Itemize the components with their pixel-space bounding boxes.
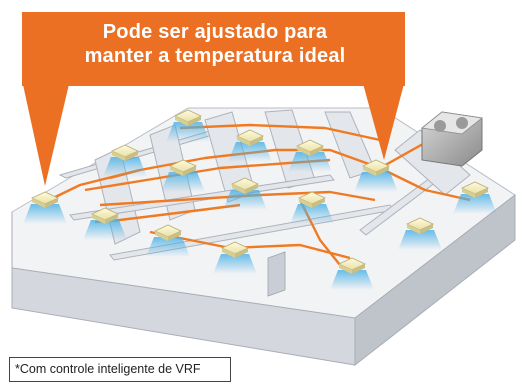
indoor-unit [290,191,334,224]
outdoor-unit [421,111,483,167]
indoor-unit [161,159,205,192]
indoor-unit [398,217,442,250]
indoor-unit [83,207,127,240]
footnote: *Com controle inteligente de VRF [9,357,231,382]
callout-pointer-left [22,80,70,186]
indoor-unit [166,109,210,142]
door-block [267,251,286,297]
indoor-unit [146,224,190,257]
outer-wall-right [354,193,516,367]
indoor-unit [213,241,257,274]
indoor-unit [223,177,267,210]
callout-box [22,12,405,86]
indoor-unit [330,257,374,290]
indoor-unit [453,181,497,214]
indoor-units [23,109,497,290]
callout-banner [22,12,405,186]
indoor-unit [23,191,67,224]
indoor-unit [354,159,398,192]
indoor-unit [288,139,332,172]
callout-line-1: Pode ser ajustado para [102,21,328,43]
callout-text: Pode ser ajustado para manter a temperat… [40,20,390,68]
indoor-unit [103,144,147,177]
callout-line-2: manter a temperatura ideal [84,45,346,67]
callout-pointer-right [362,80,405,160]
indoor-unit [228,129,272,162]
